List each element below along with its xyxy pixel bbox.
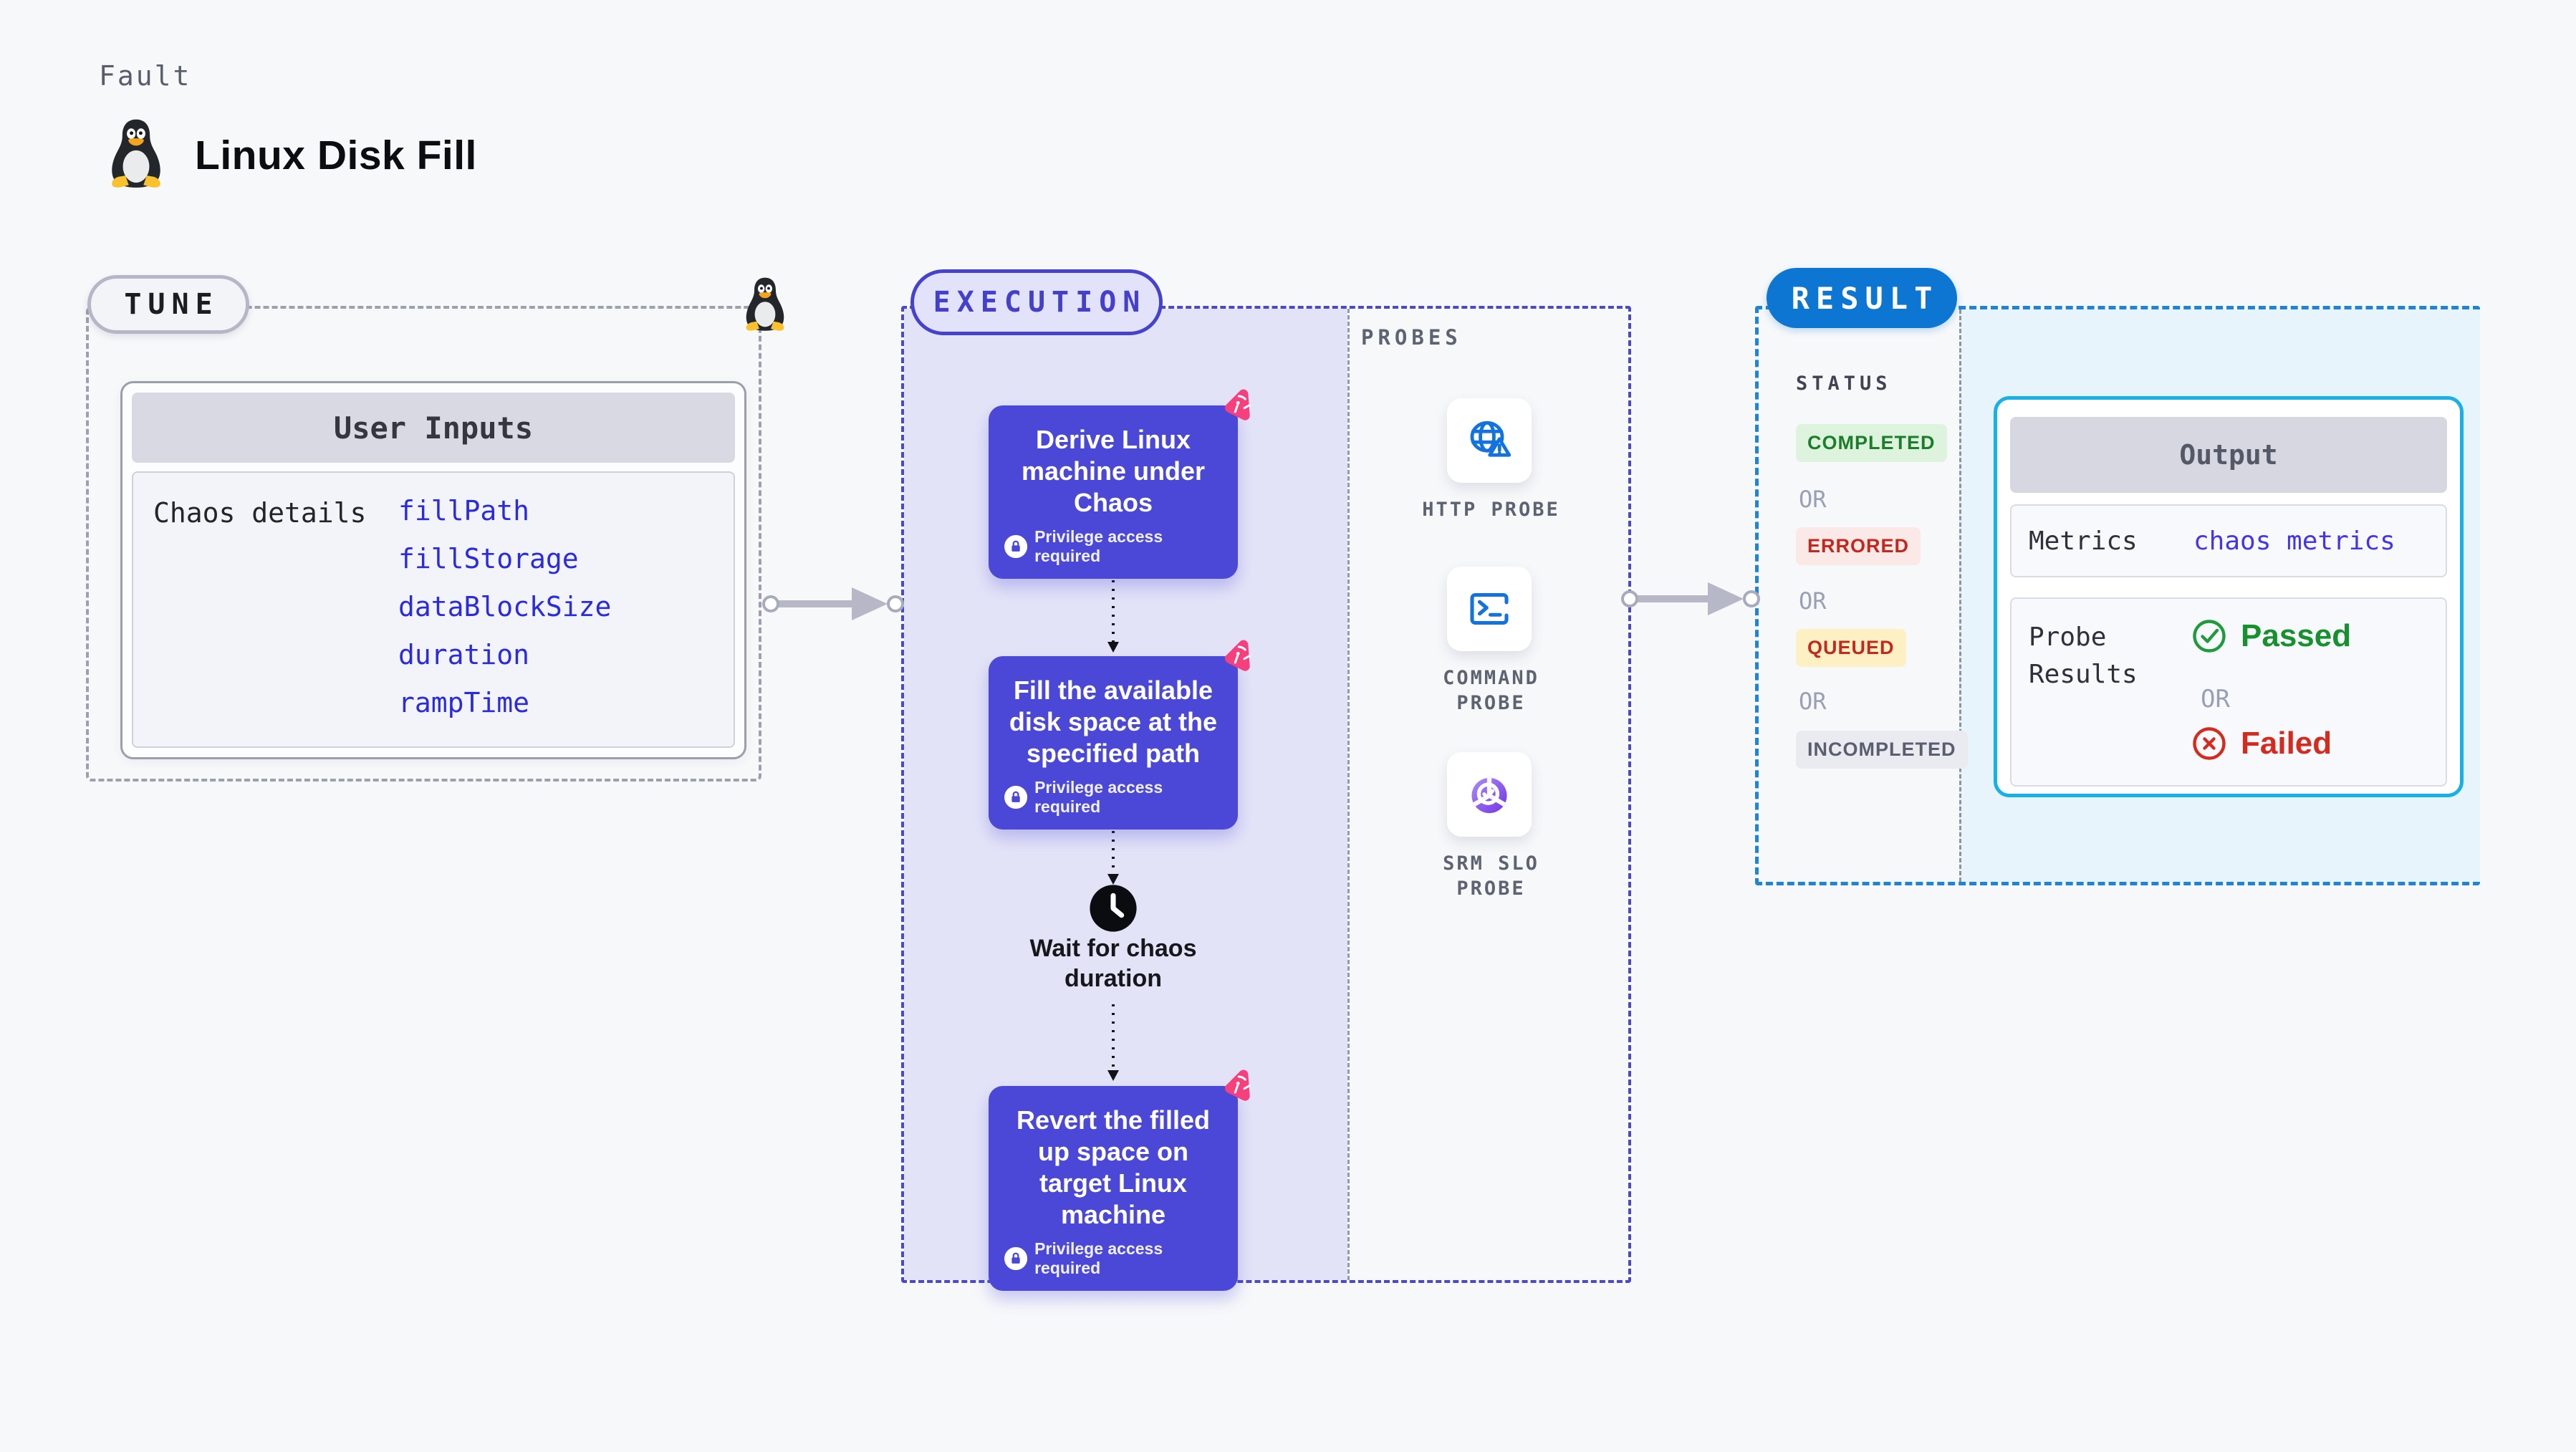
step-title: Revert the filled up space on target Lin… bbox=[1016, 1105, 1211, 1229]
step-card-revert: Revert the filled up space on target Lin… bbox=[989, 1086, 1238, 1291]
user-inputs-list: fillPath fillStorage dataBlockSize durat… bbox=[398, 497, 611, 716]
passed-verdict: Passed bbox=[2191, 617, 2351, 655]
tune-to-execution-arrow-icon bbox=[762, 587, 904, 620]
execution-to-result-arrow-icon bbox=[1621, 582, 1760, 615]
fault-kicker: Fault bbox=[99, 60, 192, 92]
chaos-fault-icon bbox=[1219, 1067, 1257, 1105]
status-badge-completed: COMPLETED bbox=[1796, 424, 1947, 462]
privilege-note-text: Privilege access required bbox=[1034, 778, 1163, 816]
or-label: OR bbox=[1799, 688, 1827, 715]
user-inputs-body bbox=[132, 471, 735, 748]
check-circle-icon bbox=[2191, 617, 2228, 655]
clock-icon bbox=[1089, 884, 1138, 933]
output-card: Output Metrics chaos metrics Probe Resul… bbox=[1994, 396, 2464, 797]
probes-title: PROBES bbox=[1361, 325, 1462, 350]
input-ramptime[interactable]: rampTime bbox=[398, 687, 530, 718]
user-inputs-title: User Inputs bbox=[132, 393, 735, 463]
input-datablocksize[interactable]: dataBlockSize bbox=[398, 591, 612, 622]
status-badge-queued: QUEUED bbox=[1796, 629, 1906, 667]
step-card-fill: Fill the available disk space at the spe… bbox=[989, 656, 1238, 830]
result-badge: RESULT bbox=[1767, 268, 1957, 328]
status-badge-errored: ERRORED bbox=[1796, 527, 1921, 565]
status-badge-incompleted: INCOMPLETED bbox=[1796, 731, 1968, 769]
http-probe-label: HTTP PROBE bbox=[1422, 499, 1560, 521]
command-probe-card bbox=[1447, 567, 1532, 651]
flow-connector-icon bbox=[1107, 546, 1119, 653]
privilege-note: Privilege access required bbox=[1004, 527, 1222, 566]
privilege-note: Privilege access required bbox=[1004, 1239, 1222, 1278]
flow-connector-icon bbox=[1107, 1004, 1119, 1081]
or-label: OR bbox=[1799, 587, 1827, 615]
lock-icon bbox=[1004, 785, 1027, 809]
globe-alert-icon bbox=[1464, 415, 1515, 466]
tune-section bbox=[86, 306, 761, 782]
privilege-note-text: Privilege access required bbox=[1034, 1239, 1163, 1277]
input-fillstorage[interactable]: fillStorage bbox=[398, 543, 579, 574]
execution-badge: EXECUTION bbox=[910, 269, 1163, 335]
probe-results-label: Probe Results bbox=[2029, 622, 2138, 689]
srm-slo-probe-card bbox=[1447, 752, 1532, 837]
chaos-fault-icon bbox=[1219, 386, 1257, 425]
failed-verdict: Failed bbox=[2191, 725, 2332, 762]
execution-section: Derive Linux machine under Chaos Privile… bbox=[901, 306, 1631, 1291]
input-fillpath[interactable]: fillPath bbox=[398, 495, 530, 527]
tux-penguin-icon bbox=[106, 117, 166, 192]
failed-label: Failed bbox=[2241, 726, 2332, 761]
lock-icon bbox=[1004, 1246, 1027, 1271]
output-title: Output bbox=[2010, 417, 2447, 493]
step-card-derive: Derive Linux machine under Chaos Privile… bbox=[989, 405, 1238, 579]
flow-connector-icon bbox=[1107, 797, 1119, 885]
metrics-row: Metrics chaos metrics bbox=[2010, 504, 2447, 577]
probes-panel bbox=[1347, 309, 1628, 1280]
terminal-icon bbox=[1464, 583, 1515, 635]
probe-results-row: Probe Results Passed OR Failed bbox=[2010, 597, 2447, 787]
input-duration[interactable]: duration bbox=[398, 639, 530, 670]
metrics-label: Metrics bbox=[2029, 526, 2138, 556]
command-probe-label: COMMAND PROBE bbox=[1443, 667, 1539, 714]
or-label: OR bbox=[1799, 486, 1827, 513]
status-title: STATUS bbox=[1796, 372, 1892, 395]
http-probe-card bbox=[1447, 398, 1532, 483]
chaos-metrics-link[interactable]: chaos metrics bbox=[2193, 526, 2395, 556]
page-title: Linux Disk Fill bbox=[195, 133, 477, 178]
step-title: Derive Linux machine under Chaos bbox=[1021, 425, 1206, 517]
lock-icon bbox=[1004, 534, 1027, 559]
x-circle-icon bbox=[2191, 725, 2228, 762]
step-title: Fill the available disk space at the spe… bbox=[1009, 675, 1218, 768]
passed-label: Passed bbox=[2241, 618, 2352, 653]
privilege-note-text: Privilege access required bbox=[1034, 527, 1163, 565]
tux-penguin-icon-small bbox=[742, 269, 788, 341]
chaos-fault-icon bbox=[1219, 637, 1257, 675]
or-label: OR bbox=[2201, 685, 2230, 713]
tune-badge: TUNE bbox=[87, 275, 249, 334]
srm-slo-probe-label: SRM SLO PROBE bbox=[1443, 852, 1539, 900]
chaos-details-label: Chaos details bbox=[153, 497, 367, 529]
wait-duration-label: Wait for chaos duration bbox=[1029, 935, 1197, 992]
privilege-note: Privilege access required bbox=[1004, 778, 1222, 817]
slo-check-icon bbox=[1462, 767, 1517, 822]
result-section: STATUS COMPLETED OR ERRORED OR QUEUED OR… bbox=[1755, 306, 2480, 885]
